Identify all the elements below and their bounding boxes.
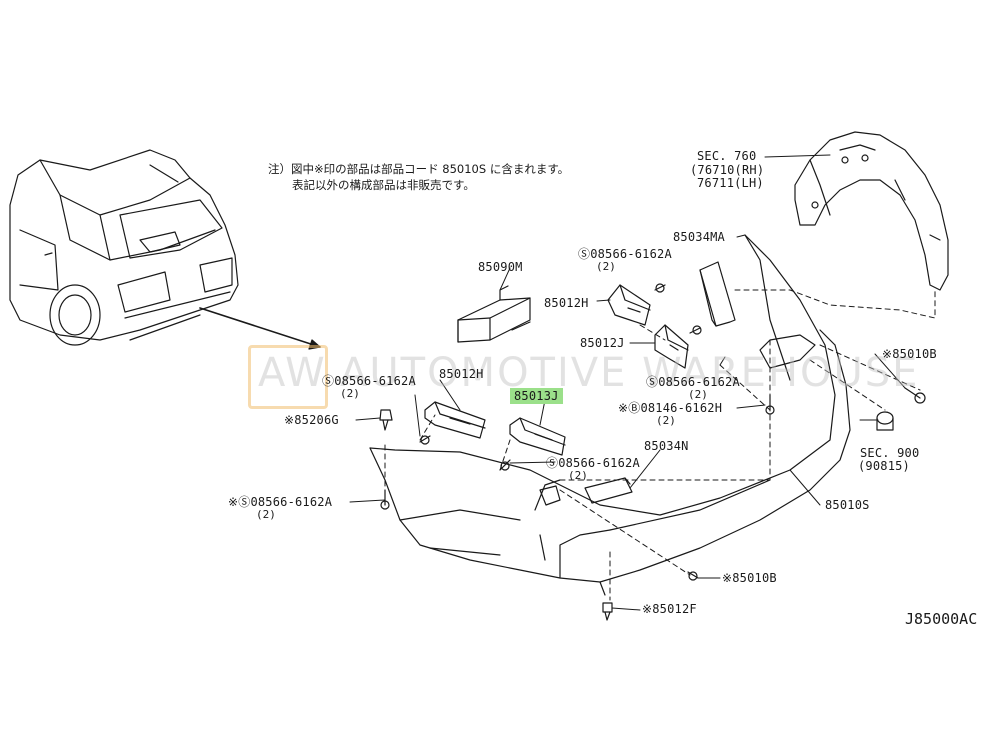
bar-85034MA bbox=[699, 261, 736, 327]
label-85010B-bottom: ※85010B bbox=[722, 571, 777, 585]
label-85034N: 85034N bbox=[644, 439, 689, 453]
label-08566-center: Ⓢ08566-6162A bbox=[546, 456, 640, 470]
label-85012H-right: 85012H bbox=[544, 296, 589, 310]
label-08566-bottom: ※Ⓢ08566-6162A bbox=[228, 495, 333, 509]
note-line-2: 表記以外の構成部品は非販売です。 bbox=[292, 178, 475, 192]
qty-08566-center: (2) bbox=[568, 469, 588, 482]
label-85012J: 85012J bbox=[580, 336, 625, 350]
label-90815: (90815) bbox=[858, 459, 910, 473]
label-85010B-top: ※85010B bbox=[882, 347, 937, 361]
label-85013J: 85013J bbox=[510, 388, 563, 404]
qty-08566-mid: (2) bbox=[688, 388, 708, 401]
label-08566-mid: Ⓢ08566-6162A bbox=[646, 375, 740, 389]
label-85012F: ※85012F bbox=[642, 602, 697, 616]
diagram-code: J85000AC bbox=[905, 610, 978, 628]
bracket-85013J bbox=[509, 417, 566, 456]
label-08566-left: Ⓢ08566-6162A bbox=[322, 374, 416, 388]
block-85090M bbox=[457, 285, 531, 343]
qty-08146: (2) bbox=[656, 414, 676, 427]
bracket-85012J bbox=[654, 324, 689, 369]
qty-08566-left: (2) bbox=[340, 387, 360, 400]
highlighted-part: 85013J bbox=[510, 388, 563, 404]
note-line-1: 注）図中※印の部品は部品コード 85010S に含まれます。 bbox=[268, 162, 570, 176]
label-08566-top: Ⓢ08566-6162A bbox=[578, 247, 672, 261]
label-85090M: 85090M bbox=[478, 260, 523, 274]
label-leaders bbox=[349, 154, 906, 611]
label-76710: (76710(RH) bbox=[690, 163, 765, 177]
label-85206G: ※85206G bbox=[284, 413, 339, 427]
fasteners bbox=[379, 283, 926, 621]
label-sec760: SEC. 760 bbox=[697, 149, 757, 163]
watermark-logo-box bbox=[248, 345, 328, 409]
bracket-85012H-right bbox=[607, 284, 651, 326]
label-08146: ※Ⓑ08146-6162H bbox=[618, 401, 723, 415]
label-85010S: 85010S bbox=[825, 498, 870, 512]
watermark-logo: AW bbox=[258, 350, 327, 396]
watermark-text: AUTOMOTIVE WAREHOUSE bbox=[340, 350, 920, 396]
leader-arrow bbox=[199, 307, 321, 350]
label-sec900: SEC. 900 bbox=[860, 446, 920, 460]
bracket-85012H-left bbox=[424, 401, 486, 439]
label-85034MA: 85034MA bbox=[673, 230, 725, 244]
fender-liner bbox=[794, 131, 949, 291]
qty-08566-top: (2) bbox=[596, 260, 616, 273]
qty-08566-bottom: (2) bbox=[256, 508, 276, 521]
bar-85034N bbox=[584, 477, 633, 504]
label-76711: 76711(LH) bbox=[697, 176, 764, 190]
label-85012H-left: 85012H bbox=[439, 367, 484, 381]
vehicle-illustration bbox=[9, 149, 239, 346]
